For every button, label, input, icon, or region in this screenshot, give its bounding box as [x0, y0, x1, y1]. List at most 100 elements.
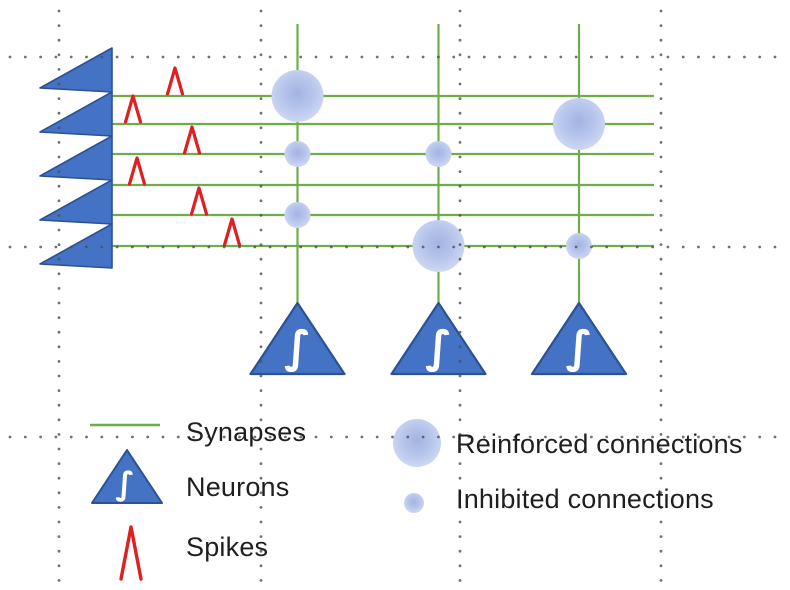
grid-dot	[458, 564, 462, 568]
grid-dot	[146, 245, 150, 249]
grid-dot	[758, 55, 762, 59]
legend-label-inhibited-connections: Inhibited connections	[456, 484, 714, 514]
grid-dot	[659, 82, 663, 86]
grid-dot	[161, 435, 165, 439]
grid-dot	[458, 447, 462, 451]
grid-dot	[452, 435, 456, 439]
grid-dot	[659, 214, 663, 217]
grid-dot	[574, 435, 578, 439]
grid-dot	[54, 55, 58, 59]
grid-dot	[57, 374, 61, 378]
spikes	[123, 66, 242, 247]
integral-symbol: ∫	[425, 322, 452, 373]
grid-dot	[57, 97, 61, 100]
grid-dot	[268, 55, 272, 59]
grid-dot	[458, 228, 462, 232]
grid-dot	[115, 435, 119, 439]
grid-dot	[605, 245, 609, 249]
grid-dot	[666, 245, 670, 249]
grid-dot	[697, 55, 700, 59]
grid-dot	[406, 245, 410, 249]
grid-dot	[659, 403, 663, 407]
reinforced-connection	[271, 70, 324, 122]
grid-dot	[100, 55, 104, 59]
grid-dot	[590, 245, 593, 249]
grid-dot	[659, 433, 663, 436]
grid-dot	[574, 55, 578, 59]
output-neurons: ∫∫∫	[249, 301, 628, 376]
grid-dot	[574, 245, 578, 249]
grid-dot	[259, 330, 263, 334]
grid-dot	[207, 245, 211, 249]
grid-dot	[192, 55, 196, 59]
grid-dot	[57, 549, 61, 553]
neuron-triangle	[530, 301, 628, 376]
input-neuron-triangle	[39, 47, 113, 93]
grid-dot	[57, 316, 61, 319]
grid-dot	[590, 435, 593, 439]
grid-dot	[458, 214, 462, 217]
grid-dot	[345, 55, 348, 59]
grid-dot	[458, 82, 462, 86]
grid-dot	[406, 55, 410, 59]
grid-dot	[85, 55, 88, 59]
grid-dot	[659, 389, 663, 392]
grid-dot	[458, 141, 462, 144]
grid-dot	[458, 316, 462, 319]
grid-dot	[458, 126, 462, 130]
grid-dot	[57, 214, 61, 217]
spike-icon	[123, 94, 143, 124]
grid-dot	[528, 245, 532, 249]
grid-dot	[421, 245, 425, 249]
grid-dot	[57, 199, 61, 203]
grid-dot	[57, 111, 61, 115]
grid-dot	[259, 491, 263, 495]
grid-dot	[259, 403, 263, 407]
grid-dot	[8, 245, 12, 249]
grid-dot	[192, 435, 196, 439]
grid-dot	[437, 245, 440, 249]
grid-dot	[437, 55, 440, 59]
grid-dot	[259, 97, 263, 100]
grid-dot	[758, 245, 762, 249]
input-neuron-triangle	[39, 91, 113, 137]
grid-dot	[712, 435, 716, 439]
grid-dots	[8, 9, 777, 582]
grid-dot	[222, 55, 226, 59]
grid-dot	[458, 97, 462, 100]
grid-dot	[115, 55, 119, 59]
grid-dot	[635, 55, 639, 59]
grid-dot	[659, 199, 663, 203]
grid-dot	[259, 418, 263, 422]
grid-dot	[253, 245, 257, 249]
grid-dot	[69, 55, 73, 59]
grid-dot	[498, 245, 501, 249]
spike-icon	[222, 217, 242, 247]
grid-dot	[458, 257, 462, 261]
grid-dot	[458, 418, 462, 422]
grid-dot	[659, 228, 663, 232]
grid-dot	[176, 55, 180, 59]
legend-neuron-swatch	[91, 449, 163, 504]
grid-dot	[57, 170, 61, 174]
grid-dot	[39, 55, 42, 59]
grid-dot	[605, 55, 609, 59]
spike-icon	[127, 156, 147, 186]
grid-dot	[458, 462, 462, 465]
grid-dot	[681, 435, 685, 439]
grid-dot	[659, 24, 663, 27]
grid-dot	[57, 24, 61, 27]
grid-dot	[635, 245, 639, 249]
grid-dot	[559, 55, 563, 59]
grid-dot	[8, 435, 12, 439]
grid-dot	[458, 330, 462, 334]
grid-dot	[458, 68, 462, 71]
grid-dot	[697, 245, 700, 249]
grid-dot	[659, 111, 663, 115]
grid-dot	[259, 24, 263, 27]
legend-label-neurons: Neurons	[186, 472, 290, 502]
grid-dot	[452, 55, 456, 59]
grid-dot	[458, 287, 462, 290]
grid-dot	[57, 433, 61, 436]
grid-dot	[259, 184, 263, 188]
